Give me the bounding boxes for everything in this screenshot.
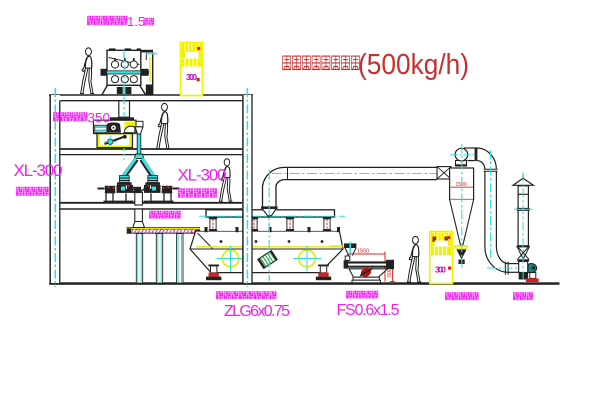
svg-text:XL-300: XL-300 bbox=[14, 161, 63, 180]
svg-text:300: 300 bbox=[186, 72, 197, 82]
svg-text:(500kg/h): (500kg/h) bbox=[358, 49, 469, 81]
svg-text:1.5: 1.5 bbox=[127, 14, 145, 29]
svg-text:FS0.6x1.5: FS0.6x1.5 bbox=[337, 302, 400, 319]
svg-text:500: 500 bbox=[387, 268, 393, 277]
svg-text:ZLG6x0.75: ZLG6x0.75 bbox=[224, 303, 290, 320]
svg-text:1500: 1500 bbox=[357, 249, 369, 255]
svg-text:300: 300 bbox=[435, 265, 446, 275]
svg-text:1500: 1500 bbox=[456, 182, 467, 188]
svg-text:350: 350 bbox=[88, 111, 111, 126]
svg-text:XL-300: XL-300 bbox=[178, 166, 227, 185]
